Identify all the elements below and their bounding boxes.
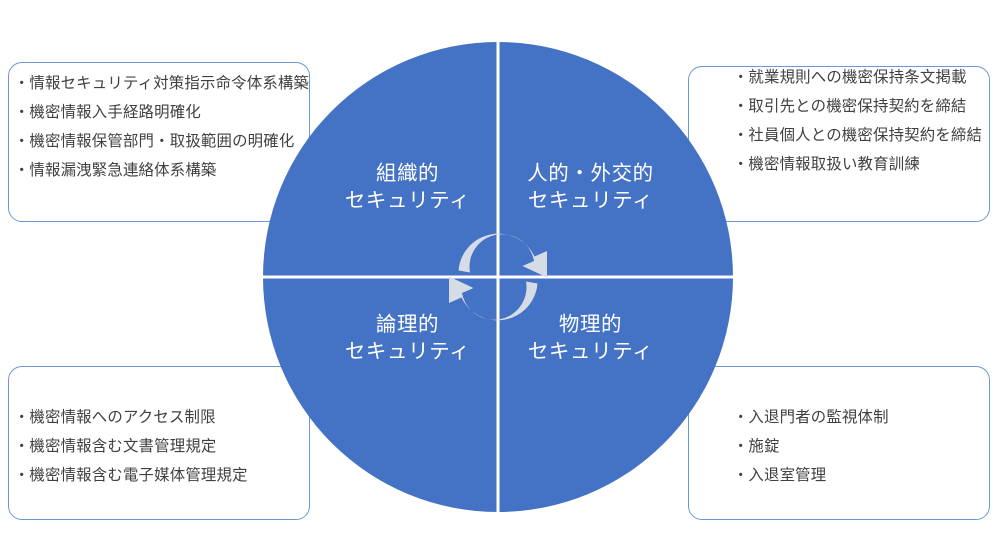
quadrant-organizational <box>263 42 498 277</box>
list-item-label: 取引先との機密保持契約を締結 <box>748 97 967 115</box>
callout-list-organizational: 情報セキュリティ対策指示命令体系構築 機密情報入手経路明確化 機密情報保管部門・… <box>14 76 309 178</box>
quadrant-physical <box>498 277 733 512</box>
quadrant-label-organizational: 組織的 セキュリティ <box>344 162 471 213</box>
list-item-label: 施錠 <box>748 437 780 455</box>
list-item-label: 社員個人との機密保持契約を締結 <box>748 126 983 144</box>
list-item-label: 機密情報取扱い教育訓練 <box>748 155 920 173</box>
callout-list-physical: 入退門者の監視体制 施錠 入退室管理 <box>733 410 889 483</box>
list-item: 施錠 <box>733 439 889 454</box>
list-item: 機密情報含む電子媒体管理規定 <box>14 468 248 483</box>
list-item: 取引先との機密保持契約を締結 <box>733 99 982 114</box>
list-item: 入退室管理 <box>733 468 889 483</box>
wheel-dividers <box>263 42 733 512</box>
list-item-label: 入退門者の監視体制 <box>748 409 889 426</box>
list-item: 入退門者の監視体制 <box>733 410 889 425</box>
list-item-label: 機密情報保管部門・取扱範囲の明確化 <box>29 132 295 150</box>
callout-list-logical: 機密情報へのアクセス制限 機密情報含む文書管理規定 機密情報含む電子媒体管理規定 <box>14 410 248 483</box>
quadrant-label-human-external: 人的・外交的 セキュリティ <box>527 162 654 213</box>
list-item-label: 機密情報入手経路明確化 <box>29 103 201 121</box>
list-item: 就業規則への機密保持条文掲載 <box>733 70 982 85</box>
list-item: 情報セキュリティ対策指示命令体系構築 <box>14 76 309 91</box>
quadrant-label-physical: 物理的 セキュリティ <box>527 313 654 364</box>
cycle-arrow-top <box>458 233 547 278</box>
list-item-label: 機密情報含む電子媒体管理規定 <box>29 466 248 484</box>
list-item: 機密情報へのアクセス制限 <box>14 410 248 425</box>
callout-box-human-external[interactable] <box>688 66 990 222</box>
list-item-label: 入退室管理 <box>748 466 827 484</box>
wheel-quadrants <box>263 42 733 512</box>
list-item-label: 情報漏洩緊急連絡体系構築 <box>29 161 217 179</box>
list-item: 機密情報取扱い教育訓練 <box>733 157 982 172</box>
list-item: 社員個人との機密保持契約を締結 <box>733 128 982 143</box>
quadrant-logical <box>263 277 498 512</box>
callout-list-human-external: 就業規則への機密保持条文掲載 取引先との機密保持契約を締結 社員個人との機密保持… <box>733 70 982 172</box>
cycle-arrows-icon <box>449 233 547 321</box>
quadrant-human-external <box>498 42 733 277</box>
list-item-label: 機密情報含む文書管理規定 <box>29 437 217 455</box>
list-item: 機密情報含む文書管理規定 <box>14 439 248 454</box>
list-item-label: 就業規則への機密保持条文掲載 <box>748 69 967 86</box>
security-wheel-graphic <box>263 42 733 512</box>
list-item-label: 情報セキュリティ対策指示命令体系構築 <box>29 75 310 92</box>
list-item: 機密情報入手経路明確化 <box>14 105 309 120</box>
cycle-arrow-bottom <box>449 276 538 321</box>
list-item-label: 機密情報へのアクセス制限 <box>29 409 216 426</box>
list-item: 機密情報保管部門・取扱範囲の明確化 <box>14 134 309 149</box>
list-item: 情報漏洩緊急連絡体系構築 <box>14 163 309 178</box>
quadrant-label-logical: 論理的 セキュリティ <box>344 313 471 364</box>
